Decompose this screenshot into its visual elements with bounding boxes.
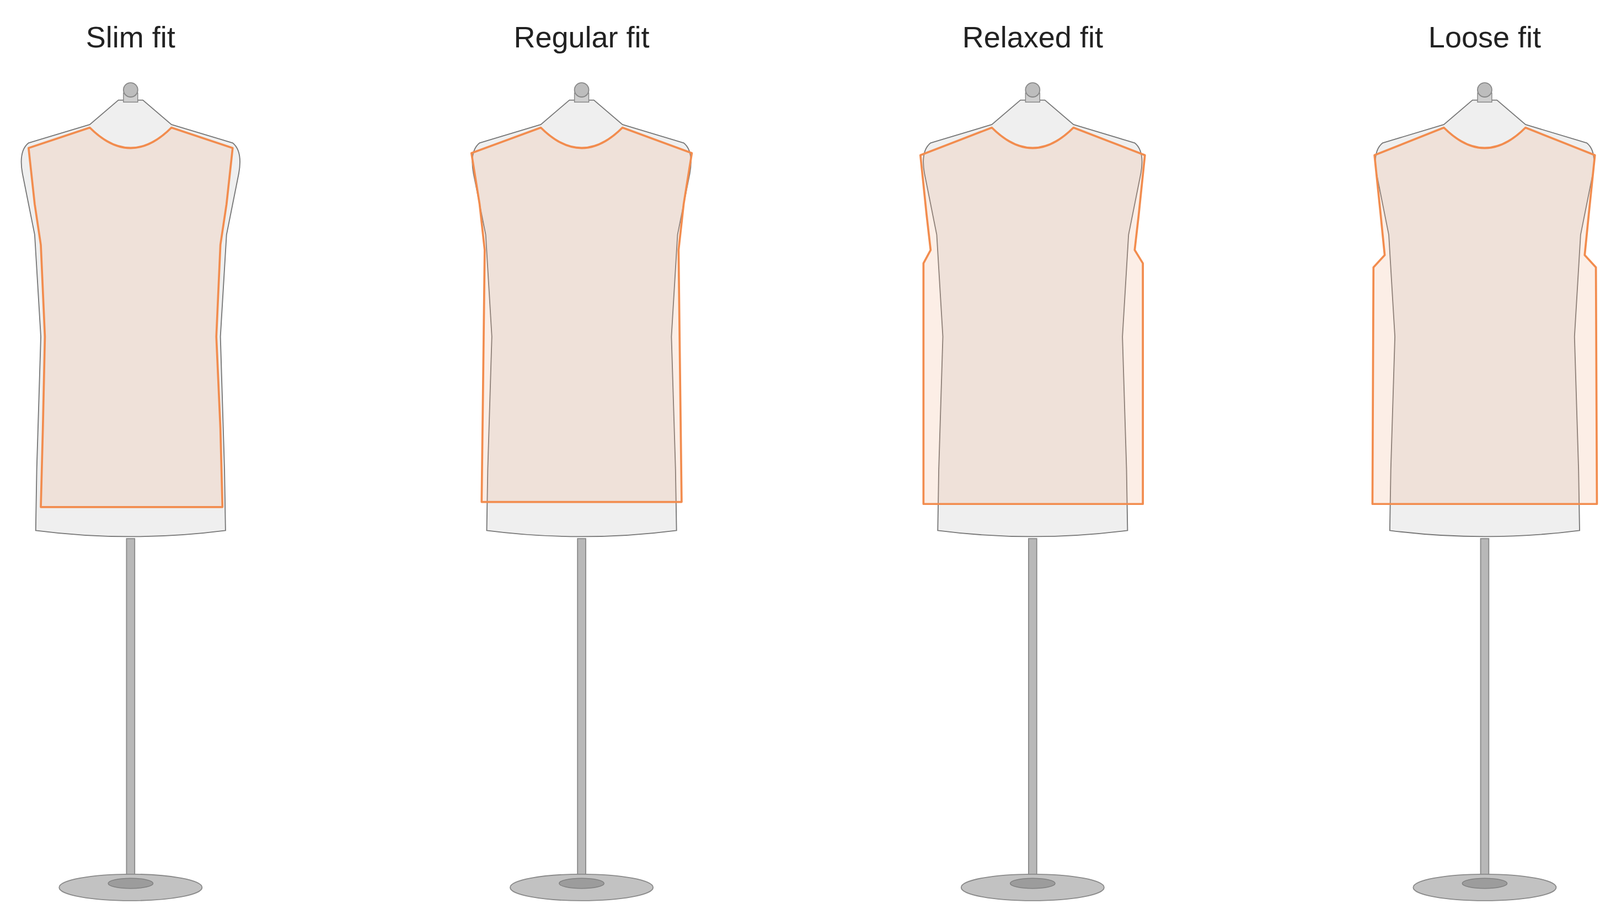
loose-shirt — [1372, 127, 1597, 505]
fit-label: Loose fit — [1426, 22, 1544, 52]
fit-label: Relaxed fit — [960, 22, 1106, 52]
regular-shirt — [471, 127, 693, 503]
fit-label: Regular fit — [511, 22, 652, 52]
slim-shirt — [28, 127, 233, 508]
fit-label: Slim fit — [83, 22, 178, 52]
mannequin — [21, 82, 240, 902]
relaxed-shirt — [920, 127, 1145, 505]
